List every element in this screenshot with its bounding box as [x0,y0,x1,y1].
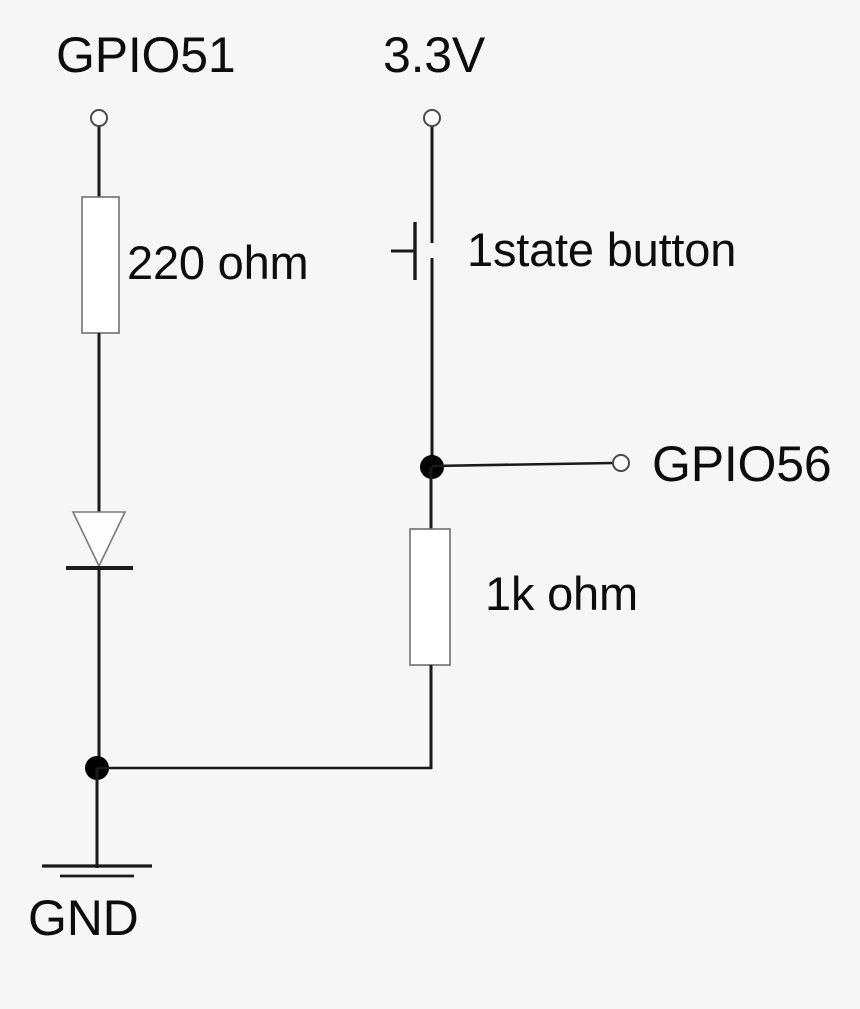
label-resistor-1k: 1k ohm [485,567,638,620]
supply-terminal-circle[interactable] [423,109,441,127]
diode-triangle [71,511,127,568]
label-resistor-220: 220 ohm [127,236,309,289]
label-supply-33v: 3.3V [383,27,486,83]
label-push-button: 1state button [467,223,737,276]
gpio56-terminal-circle[interactable] [612,454,630,472]
label-gpio51: GPIO51 [56,27,236,83]
wire-node-to-gpio56-terminal [431,461,614,468]
gpio51-terminal-circle[interactable] [90,109,108,127]
resistor-220-body [81,196,120,334]
resistor-1k-body [409,528,451,666]
label-gnd: GND [28,890,139,946]
label-gpio56: GPIO56 [652,436,832,492]
